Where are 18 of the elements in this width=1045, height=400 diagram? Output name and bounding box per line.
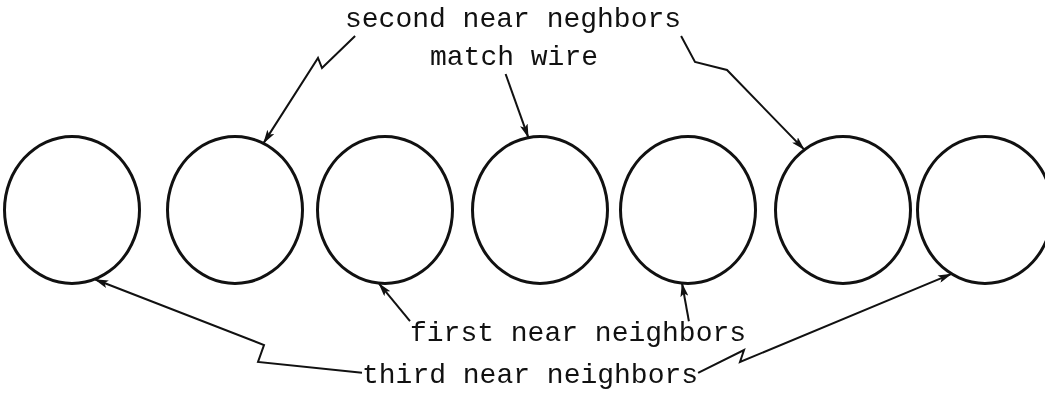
annotation-label: second near neghbors <box>345 4 682 36</box>
arrow <box>94 278 363 374</box>
annotation-label: first near neighbors <box>410 318 747 350</box>
arrow <box>504 73 530 139</box>
wire-circle <box>916 135 1045 285</box>
arrow <box>697 273 952 374</box>
wire-circle <box>774 135 912 285</box>
annotation-label: match wire <box>430 42 599 74</box>
wire-circle <box>316 135 454 285</box>
wire-circle <box>3 135 141 285</box>
wire-circle <box>166 135 304 285</box>
arrow <box>262 35 357 144</box>
arrow <box>378 282 411 323</box>
arrow <box>680 35 805 151</box>
wire-circle <box>471 135 609 285</box>
annotation-label: third near neighbors <box>362 360 699 392</box>
wire-circle <box>619 135 757 285</box>
arrow <box>680 282 690 323</box>
